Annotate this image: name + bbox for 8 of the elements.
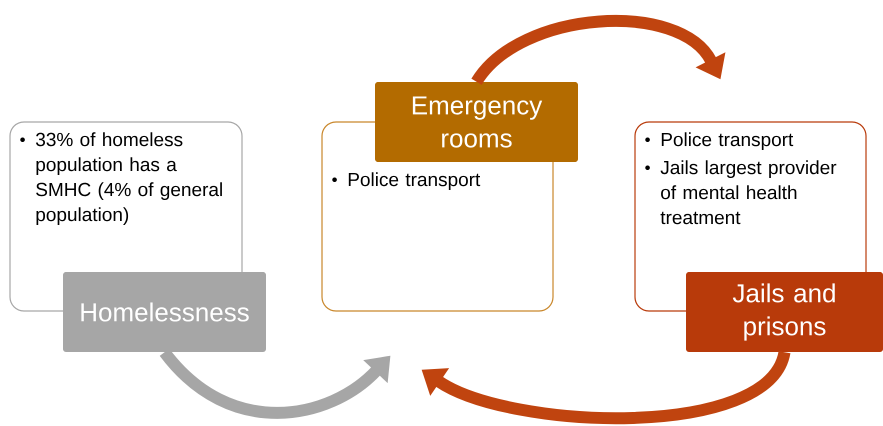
bullet-item: Jails largest provider of mental health treatment: [660, 160, 836, 224]
bullet-item: 33% of homeless population has a SMHC (4% of general population): [36, 132, 222, 225]
bullet-item: Police transport: [662, 132, 794, 150]
title-box: Homelessness: [63, 272, 266, 352]
title-box: Emergency rooms: [375, 82, 578, 162]
curved-arrow: [472, 15, 726, 86]
bullet-item: Police transport: [348, 172, 480, 190]
title-box: Jails and prisons: [686, 272, 883, 352]
